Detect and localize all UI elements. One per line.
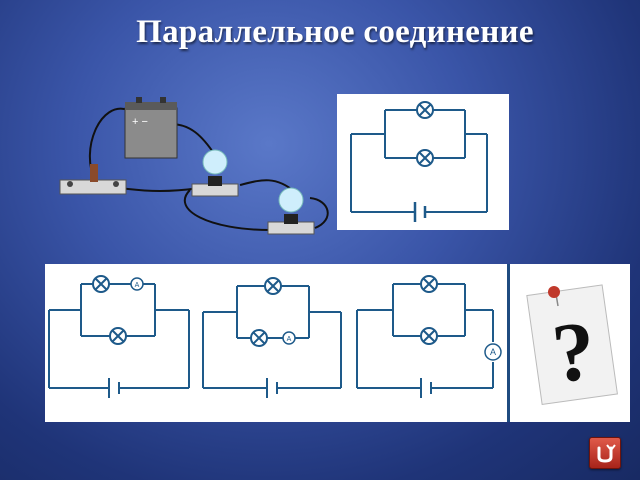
question-mark: ? xyxy=(548,304,599,401)
circuit-illustration: + − xyxy=(40,80,340,250)
switch-icon xyxy=(59,164,127,195)
svg-text:+ −: + − xyxy=(132,116,148,128)
ammeter-label: A xyxy=(135,282,140,289)
return-arrow-icon xyxy=(597,444,616,463)
parallel-circuit-svg xyxy=(350,101,488,222)
lamp-icon xyxy=(191,149,239,197)
question-card-svg: ? xyxy=(526,284,618,406)
parallel-circuit-diagram xyxy=(337,94,509,230)
lamp-icon xyxy=(267,187,315,235)
ammeter-label: A xyxy=(287,336,292,343)
home-button[interactable] xyxy=(589,437,621,469)
battery-icon: + − xyxy=(124,97,178,159)
circuit-illustration-svg: + − xyxy=(59,97,329,235)
slide-title: Параллельное соединение xyxy=(136,14,534,50)
question-card: ? xyxy=(510,264,630,422)
divider xyxy=(507,264,510,422)
ammeter-diagrams-strip: A A A xyxy=(45,264,508,422)
ammeter-diagrams-svg: A A A xyxy=(48,275,502,398)
ammeter-label: A xyxy=(490,347,496,357)
push-pin-icon xyxy=(548,286,560,307)
